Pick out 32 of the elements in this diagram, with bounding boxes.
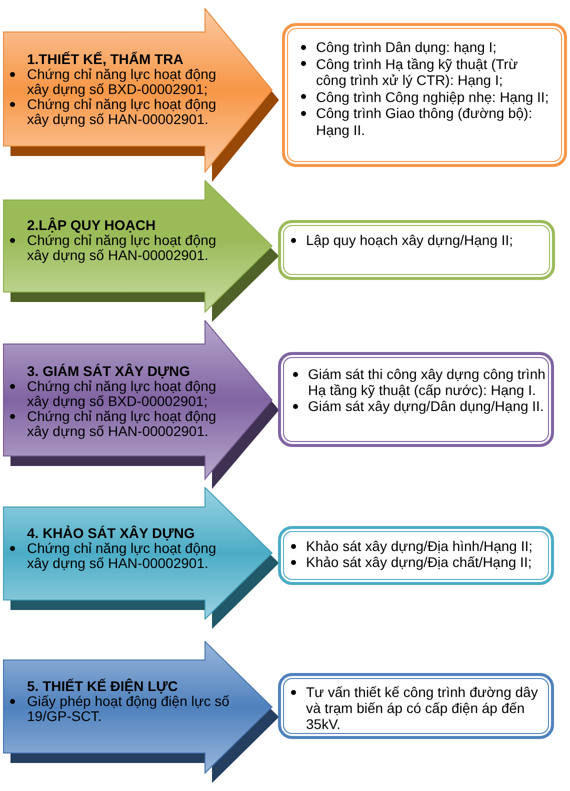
bullet-text: Công trình Dân dụng: hạng I; xyxy=(316,39,498,56)
heading: 3. GIÁM SÁT XÂY DỰNG xyxy=(27,364,192,379)
bullet-text: Công trình Hạ tầng kỹ thuật (Trừ công trình xử lý CTR): Hạng I; xyxy=(316,56,519,88)
heading: 1.THIẾT KẾ, THẨM TRA xyxy=(27,52,184,67)
heading: 5. THIẾT KẾ ĐIỆN LỰC xyxy=(27,679,179,694)
bullet-text: Chứng chỉ năng lực hoạt động xây dựng số HAN-00002901. xyxy=(27,409,218,439)
heading: 4. KHẢO SÁT XÂY DỰNG xyxy=(27,526,196,541)
rounded-box xyxy=(278,673,554,739)
bullet-text: Chứng chỉ năng lực hoạt động xây dựng số BXD-00002901; xyxy=(27,379,218,409)
bullet-text: Giám sát xây dựng/Dân dụng/Hạng II. xyxy=(308,398,545,414)
rounded-box xyxy=(278,526,554,585)
rounded-box xyxy=(278,220,555,280)
bullet-text: Chứng chỉ năng lực hoạt động xây dựng số HAN-00002901. xyxy=(27,97,218,127)
bullet-text: Tư vấn thiết kế công trình đường dây và trạm biến áp có cấp điện áp đến 35kV. xyxy=(306,684,539,732)
arrow-shape xyxy=(3,320,281,491)
bullet-text: Chứng chỉ năng lực hoạt động xây dựng số BXD-00002901; xyxy=(27,67,218,97)
bullet-text: Lập quy hoạch xây dựng/Hạng II; xyxy=(306,232,514,248)
bullet-text: Công trình Giao thông (đường bộ): Hạng II. xyxy=(316,105,534,138)
rounded-box xyxy=(278,352,554,447)
bullet-text: Giám sát thi công xây dựng công trình Hạ tầng kỹ thuật (cấp nước): Hạng I. xyxy=(308,366,546,398)
arrow-shape xyxy=(3,8,281,184)
bullet-text: Khảo sát xây dựng/Địa hình/Hạng II; xyxy=(306,538,534,554)
arrow-shape xyxy=(3,487,281,631)
arrow-shape xyxy=(3,641,281,785)
bullet-text: Khảo sát xây dựng/Địa chất/Hạng II; xyxy=(306,554,533,570)
bullet-text: Giấy phép hoạt động điện lực số 19/GP-SCT. xyxy=(27,694,230,724)
bullet-text: Chứng chỉ năng lực hoạt động xây dựng số HAN-00002901. xyxy=(27,541,218,571)
rounded-box xyxy=(282,23,567,167)
bullet-text: Công trình Công nghiệp nhẹ: Hạng II; xyxy=(316,88,549,105)
heading: 2.LẬP QUY HOẠCH xyxy=(27,218,157,233)
arrow-shape xyxy=(3,180,281,324)
bullet-text: Chứng chỉ năng lực hoạt động xây dựng số HAN-00002901. xyxy=(27,233,218,263)
